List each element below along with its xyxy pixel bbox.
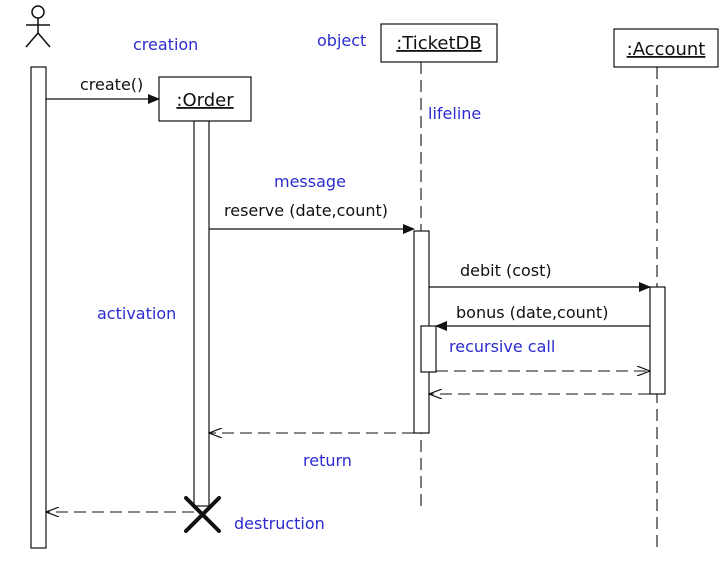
recursive-call-annotation: recursive call [449,337,555,356]
destruction-x-mark [184,496,221,533]
order-activation-bar [193,120,210,507]
ticketdb-recursive-activation-bar [420,325,437,373]
reserve-message-label: reserve (date,count) [224,201,388,220]
return-annotation: return [303,451,352,470]
creation-annotation: creation [133,35,198,54]
object-order: :Order [158,76,252,122]
lifeline-annotation: lifeline [428,104,481,123]
object-ticketdb: :TicketDB [380,23,498,63]
destruction-annotation: destruction [234,514,325,533]
object-account: :Account [613,28,719,68]
object-ticketdb-label: :TicketDB [396,33,482,54]
debit-message-label: debit (cost) [460,261,552,280]
object-account-label: :Account [627,39,706,60]
actor-stick-figure [25,5,51,48]
object-order-label: :Order [176,90,234,111]
account-activation-bar [649,286,666,395]
message-annotation: message [274,172,346,191]
activation-annotation: activation [97,304,176,323]
create-message-label: create() [80,75,143,94]
object-annotation: object [317,31,366,50]
actor-activation-bar [30,66,47,549]
bonus-message-label: bonus (date,count) [456,303,608,322]
